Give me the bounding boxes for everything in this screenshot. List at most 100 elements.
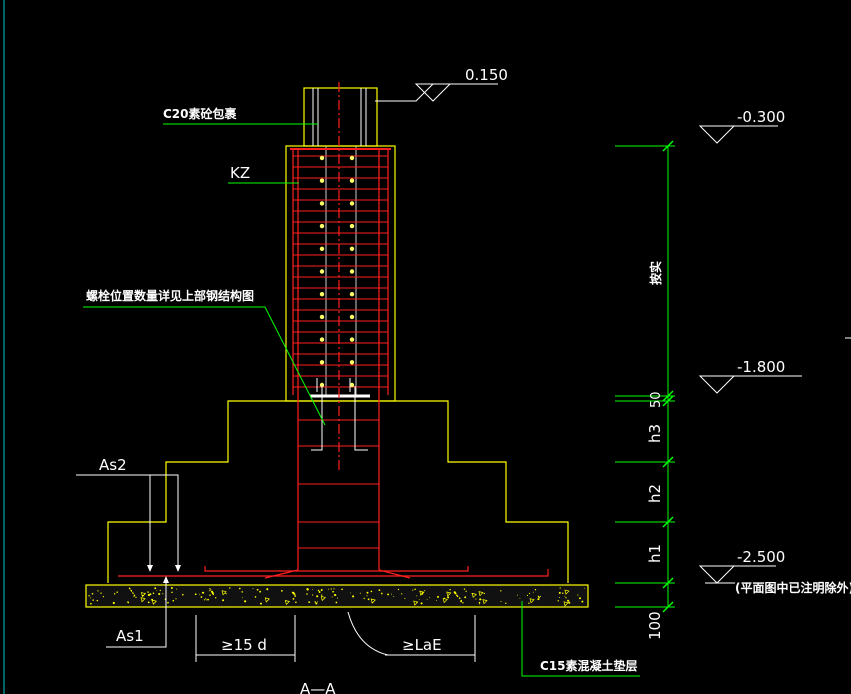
rebar-leaders [76,474,179,648]
elevation-e3-note: (平面图中已注明除外) [735,580,851,595]
bolt-mark [319,223,325,229]
lae-arc [347,611,389,656]
hatch-dot [414,588,416,590]
hatch-dot [528,602,530,604]
hatch-dot [102,596,104,598]
hatch-dot [559,597,561,598]
bedding-hatch [88,587,585,607]
hatch-dot [176,588,178,590]
hatch-dot [539,595,541,598]
hatch-dot [311,588,313,590]
hatch-dot [113,593,116,595]
hatch-dot [316,595,319,598]
hatch-dot [242,597,244,599]
bolt-mark [319,314,325,320]
hatch-triangle [413,600,419,606]
hatch-dot [152,592,155,594]
hatch-dot [366,591,369,594]
dim-100-label: 100 [646,611,664,640]
hatch-dot [205,598,207,600]
hatch-triangle [442,597,448,604]
hatch-dot [306,588,309,591]
hatch-dot [306,593,308,595]
hatch-dot [320,589,323,591]
hatch-dot [500,590,502,592]
elevation-symbols [375,83,802,584]
hatch-dot [147,601,150,604]
anchorage-lae-label: ≥LaE [402,636,442,654]
column-rebar-cage [290,82,391,570]
hatch-dot [334,594,337,596]
bolt-mark [319,360,325,365]
hatch-dot [210,589,212,591]
bolt-mark [349,337,355,342]
bolt-mark [319,269,325,274]
hatch-triangle [482,599,488,605]
elev-mark-e3 [698,565,736,584]
hatch-dot [463,588,466,590]
hatch-dot [129,588,131,590]
section-mark-label: A—A [300,680,336,694]
hatch-dot [135,596,137,599]
bolt-mark [349,155,355,161]
hatch-dot [458,597,461,599]
hatch-dot [562,592,564,594]
hatch-dot [464,596,467,599]
bolt-mark [319,178,325,183]
hatch-dot [366,595,368,597]
hatch-dot [194,593,197,596]
hatch-dot [315,602,318,605]
hatch-dot [367,598,370,601]
hatch-dot [558,591,561,594]
anchor-bolt-left [311,386,323,451]
hatch-triangle [140,592,147,598]
hatch-dot [238,587,241,590]
hatch-dot [293,593,296,596]
hatch-triangle [446,591,452,597]
c20-encasement-note: C20素砼包裹 [163,106,238,121]
c15-bedding-note: C15素混凝土垫层 [540,658,638,673]
elev-mark-e1 [698,125,736,144]
hatch-dot [259,590,262,593]
hatch-dot [316,601,318,603]
hatch-dot [314,601,317,603]
hatch-dot [581,600,584,603]
dim-h2-label: h2 [646,484,664,503]
hatch-dot [526,594,529,597]
dim-h3-label: h3 [646,424,664,443]
hatch-dot [260,602,262,605]
hatch-dot [208,590,210,592]
hatch-dot [292,598,295,600]
hatch-dot [172,599,175,602]
hatch-dot [564,595,566,597]
hatch-dot [149,593,152,596]
hatch-dot [229,587,231,589]
kz-label: KZ [230,164,250,182]
bottom-mesh-bar-y [118,569,549,577]
hatch-dot [209,588,211,590]
hatch-dot [335,601,338,604]
hatch-dot [391,593,393,595]
hatch-dot [241,591,243,593]
hatch-dot [421,591,423,594]
c15-bedding-layer [85,584,589,608]
bolt-mark [349,223,355,229]
hatch-dot [134,595,136,597]
hatch-triangle [151,599,158,605]
hatch-dot [380,592,383,595]
hatch-triangle [529,598,535,604]
hatch-dot [568,601,570,603]
hatch-dot [207,598,209,601]
hatch-dot [318,591,321,593]
hatch-dot [426,598,428,600]
hatch-dot [328,588,329,590]
hatch-dot [205,599,207,601]
vertical-dimension-chain [615,145,675,608]
hatch-dot [397,588,400,591]
elevation-e2-label: -1.800 [737,358,785,376]
hatch-dot [583,587,585,589]
hatch-dot [112,601,115,605]
bolt-mark [349,178,355,183]
leader-as2 [76,474,179,570]
hatch-triangle [563,601,569,607]
